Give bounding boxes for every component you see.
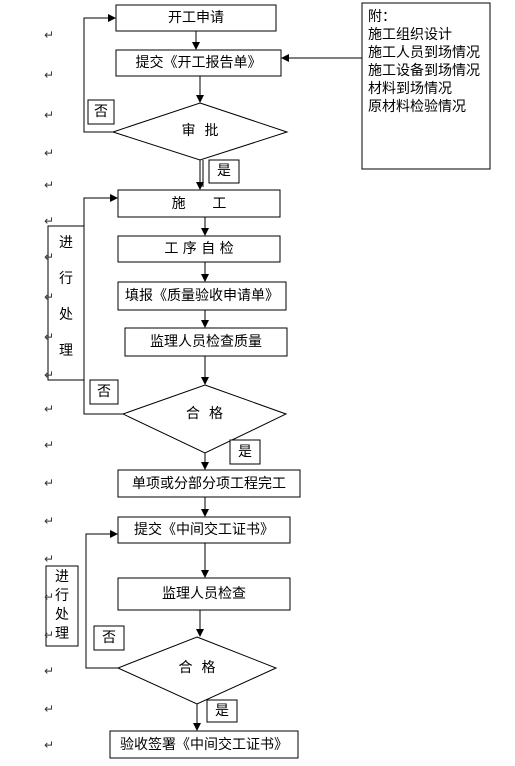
- process-note-2-char: 进: [55, 569, 69, 585]
- process-note-2-char: 行: [55, 588, 69, 604]
- process-note-2-char: 理: [55, 626, 69, 642]
- no-label-1: 否: [94, 104, 108, 120]
- paragraph-mark: ↵: [44, 402, 55, 416]
- no-box-1: [87, 99, 115, 125]
- fill-request-box: [117, 281, 287, 311]
- sign-certificate-label: 验收签署《中间交工证书》: [120, 737, 288, 753]
- yes-box-3: [206, 699, 238, 723]
- paragraph-mark: ↵: [44, 290, 55, 304]
- yes-box-2: [229, 439, 261, 465]
- attachment-text: 附： 施工组织设计 施工人员到场情况 施工设备到场情况 材料到场情况 原材料检验…: [368, 8, 488, 116]
- paragraph-mark: ↵: [44, 368, 55, 382]
- fill-request-label: 填报《质量验收申请单》: [125, 288, 279, 304]
- submit-report-label: 提交《开工报告单》: [135, 55, 262, 71]
- no-label-3: 否: [102, 630, 116, 646]
- construct-box: [117, 189, 281, 218]
- supervisor-check-label: 监理人员检查: [162, 586, 246, 602]
- paragraph-mark: ↵: [44, 628, 55, 642]
- attachment-item: 施工人员到场情况: [368, 45, 480, 61]
- submit-report-box: [115, 49, 282, 77]
- sign-certificate-box: [109, 730, 299, 759]
- attachment-box: [361, 2, 491, 170]
- item-complete-box: [117, 469, 301, 498]
- qualified-2-label: 合 格: [178, 660, 216, 676]
- supervisor-check-box: [117, 577, 291, 611]
- qualified-1-label: 合 格: [186, 406, 223, 422]
- process-note-1: [47, 225, 85, 381]
- submit-certificate-box: [117, 516, 291, 544]
- paragraph-mark: ↵: [44, 330, 55, 344]
- process-note-1-char: 行: [59, 271, 73, 287]
- no-box-2: [89, 379, 119, 405]
- start-box: [115, 4, 277, 32]
- yes-label-2: 是: [238, 444, 252, 460]
- self-check-label: 工 序 自 检: [164, 241, 234, 257]
- no-box-3: [93, 625, 125, 651]
- supervisor-quality-box: [124, 327, 288, 357]
- paragraph-mark: ↵: [44, 590, 55, 604]
- process-note-1-char: 进: [59, 235, 73, 251]
- process-note-1-char: 理: [59, 343, 73, 359]
- process-note-1-char: 处: [59, 307, 73, 323]
- attachment-item: 施工设备到场情况: [368, 63, 480, 79]
- paragraph-mark: ↵: [44, 28, 55, 42]
- paragraph-mark: ↵: [44, 552, 55, 566]
- paragraph-mark: ↵: [44, 664, 55, 678]
- paragraph-mark: ↵: [44, 738, 55, 752]
- process-note-2-text: 进 行 处 理: [54, 568, 70, 644]
- supervisor-quality-label: 监理人员检查质量: [150, 334, 262, 350]
- item-complete-label: 单项或分部分项工程完工: [132, 476, 286, 492]
- yes-box-1: [208, 159, 240, 184]
- attachment-item: 材料到场情况: [368, 81, 452, 97]
- attachment-item: 施工组织设计: [368, 27, 452, 43]
- paragraph-mark: ↵: [44, 514, 55, 528]
- no-label-2: 否: [97, 384, 111, 400]
- paragraph-mark: ↵: [44, 250, 55, 264]
- paragraph-mark: ↵: [44, 438, 55, 452]
- paragraph-mark: ↵: [44, 108, 55, 122]
- paragraph-mark: ↵: [44, 476, 55, 490]
- paragraph-mark: ↵: [44, 178, 55, 192]
- attachment-item: 原材料检验情况: [368, 99, 466, 115]
- process-note-2-char: 处: [55, 607, 69, 623]
- paragraph-mark: ↵: [44, 146, 55, 160]
- paragraph-mark: ↵: [44, 68, 55, 82]
- start-label: 开工申请: [168, 10, 224, 26]
- approve-label: 审 批: [181, 123, 219, 139]
- self-check-box: [117, 235, 281, 263]
- construct-label: 施 工: [171, 196, 227, 212]
- yes-label-1: 是: [217, 163, 231, 179]
- attachment-title: 附：: [368, 9, 396, 25]
- yes-label-3: 是: [215, 703, 229, 719]
- paragraph-mark: ↵: [44, 214, 55, 228]
- process-note-2: [45, 565, 79, 647]
- submit-certificate-label: 提交《中间交工证书》: [134, 522, 274, 538]
- paragraph-mark: ↵: [44, 702, 55, 716]
- process-note-1-text: 进 行 处 理: [58, 232, 74, 362]
